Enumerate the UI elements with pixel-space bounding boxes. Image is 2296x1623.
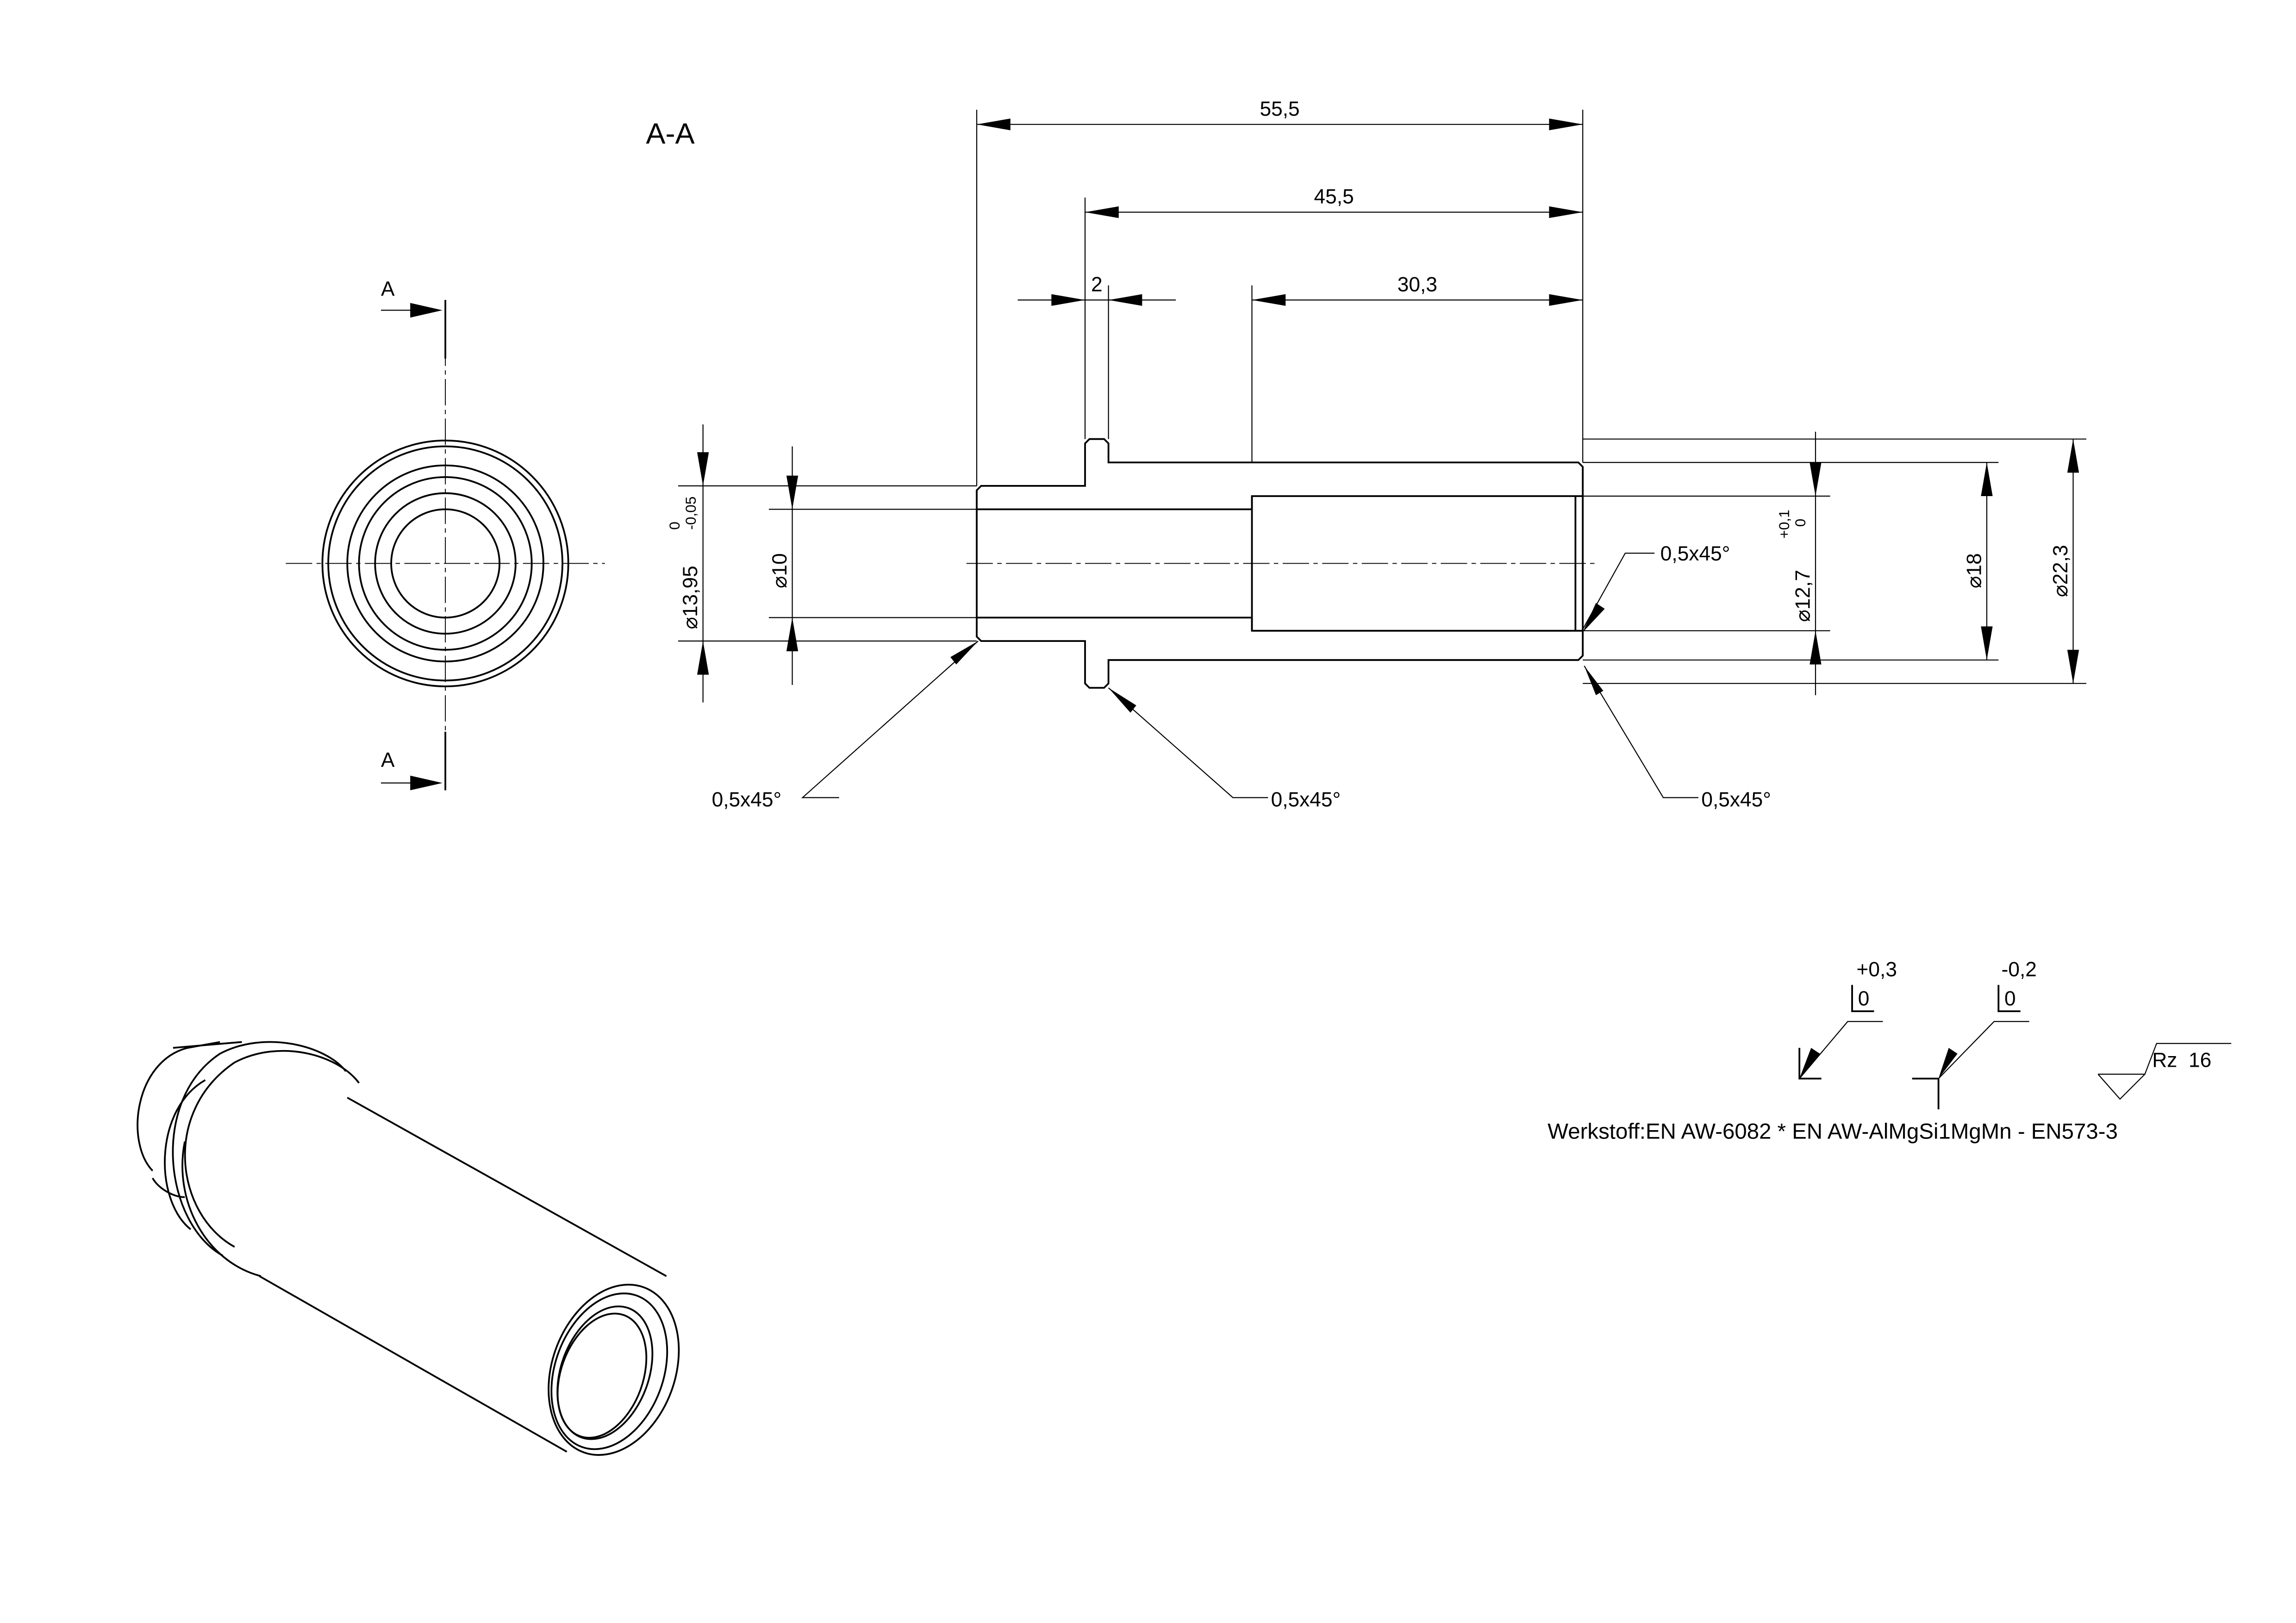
diameter-symbol: ⌀	[2049, 585, 2072, 597]
edge-tol-lower: 0	[2004, 988, 2016, 1010]
edge-tol-upper: +0,3	[1857, 958, 1897, 981]
isometric-view	[137, 1041, 680, 1456]
diameter-symbol: ⌀	[1791, 609, 1814, 622]
chamfer-label: 0,5x45°	[712, 788, 782, 811]
edge-symbols: +0,3 0 -0,2 0 Rz 16	[1798, 958, 2232, 1110]
small-bore-value: 10	[768, 553, 791, 576]
bore-tol-upper: +0,1	[1776, 510, 1792, 538]
diameter-symbol: ⌀	[1963, 576, 1985, 589]
neck-tol-upper: 0	[666, 522, 683, 530]
cut-mark-top: A	[381, 278, 395, 300]
edge-tol-upper: -0,2	[2002, 958, 2037, 981]
chamfer-label: 0,5x45°	[1271, 788, 1341, 811]
dim-length-from-flange: 45,5	[1314, 186, 1354, 208]
flange-diameter-value: 22,3	[2049, 545, 2072, 585]
large-bore-value: 12,7	[1791, 570, 1814, 609]
front-view: A A	[286, 278, 605, 790]
dim-large-bore: ⌀12,7	[1791, 570, 1814, 622]
diameter-symbol: ⌀	[679, 617, 702, 629]
neck-tol-lower: -0,05	[682, 497, 699, 530]
horizontal-dimensions: 55,5 45,5 2 30,3	[976, 98, 1584, 486]
dim-flange-diameter: ⌀22,3	[2049, 545, 2072, 597]
dim-bore-depth: 30,3	[1398, 273, 1437, 296]
cut-mark-bottom: A	[381, 749, 395, 771]
surface-roughness: Rz 16	[2152, 1049, 2211, 1071]
material-note: Werkstoff:EN AW-6082 * EN AW-AlMgSi1MgMn…	[1547, 1119, 2118, 1144]
edge-tol-lower: 0	[1858, 988, 1870, 1010]
dim-flange-width: 2	[1091, 273, 1103, 296]
bore-tol-lower: 0	[1792, 519, 1809, 527]
vertical-dimensions: ⌀13,95 0 -0,05 ⌀10 ⌀12,7 +0,1 0 ⌀18 ⌀22,…	[666, 424, 2087, 703]
dim-small-bore: ⌀10	[768, 553, 791, 588]
chamfer-label: 0,5x45°	[1701, 788, 1771, 811]
diameter-symbol: ⌀	[768, 576, 791, 589]
body-diameter-value: 18	[1963, 553, 1985, 576]
chamfer-label: 0,5x45°	[1660, 542, 1730, 565]
dim-total-length: 55,5	[1260, 98, 1300, 120]
neck-diameter-value: 13,95	[679, 566, 702, 617]
dim-body-diameter: ⌀18	[1963, 553, 1985, 588]
section-label: A-A	[646, 118, 695, 150]
section-view	[966, 438, 1596, 689]
chamfer-leaders: 0,5x45° 0,5x45° 0,5x45° 0,5x45°	[712, 542, 1771, 811]
dim-neck-diameter: ⌀13,95	[679, 566, 702, 629]
